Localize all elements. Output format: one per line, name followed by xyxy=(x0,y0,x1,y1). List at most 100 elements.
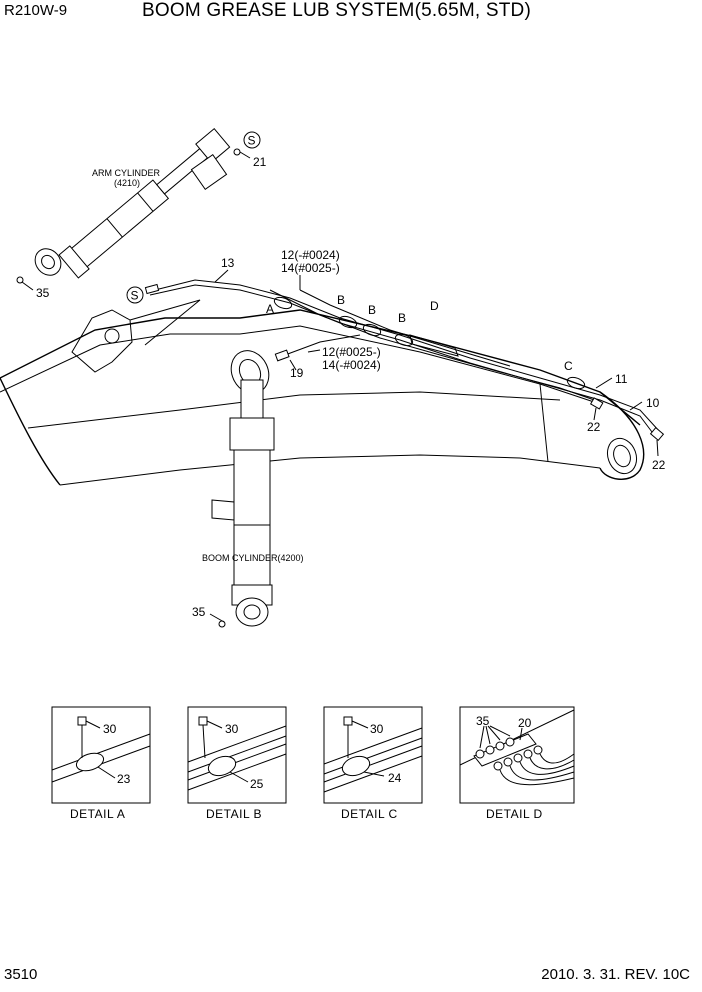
callout-19: 19 xyxy=(290,366,304,380)
grease-hose-19 xyxy=(284,334,361,356)
callout-12-14-line1: 12(-#0024) xyxy=(281,248,340,262)
detail-d-callout-20: 20 xyxy=(518,716,532,730)
detail-d-title: DETAIL D xyxy=(486,807,543,821)
detail-a-callout-23: 23 xyxy=(117,772,131,786)
detail-b: 30 25 DETAIL B xyxy=(187,706,287,821)
grease-hose-12-14-b xyxy=(299,289,511,367)
detail-b-callout-30: 30 xyxy=(225,722,239,736)
detail-b-marker-1: B xyxy=(337,293,345,307)
detail-c: 30 24 DETAIL C xyxy=(323,706,423,821)
arm-cylinder-label: ARM CYLINDER xyxy=(92,168,161,178)
boom-arm-bracket xyxy=(71,309,133,373)
fitting-22-b xyxy=(649,427,665,441)
callout-12-14-line2: 14(#0025-) xyxy=(281,261,340,275)
fitting-13 xyxy=(144,283,160,295)
s-mark-arm-label: S xyxy=(248,134,256,148)
detail-a-title: DETAIL A xyxy=(70,807,125,821)
boom-foot xyxy=(599,391,645,480)
detail-b-bolt-head xyxy=(198,716,208,726)
detail-d-nipple-4 xyxy=(505,737,515,747)
boom-foot-pin-boss xyxy=(606,437,638,475)
detail-d-hose-2 xyxy=(509,765,575,781)
detail-a-marker: A xyxy=(266,302,274,316)
fitting-19 xyxy=(274,349,290,362)
callout-21: 21 xyxy=(253,155,267,169)
detail-d-hose-1 xyxy=(499,769,575,786)
detail-c-frame xyxy=(323,706,423,804)
detail-d-marker: D xyxy=(430,299,439,313)
detail-a-frame xyxy=(51,706,151,804)
detail-d-fitting-2 xyxy=(503,757,513,767)
grease-hoses xyxy=(144,279,665,441)
boom-cylinder-bracket xyxy=(211,499,235,521)
clamp-b2 xyxy=(362,323,382,337)
callout-35-boom: 35 xyxy=(192,605,206,619)
s-mark-boom-label: S xyxy=(131,289,139,303)
detail-d-hose-3 xyxy=(519,761,575,775)
detail-b-clamp xyxy=(207,755,237,777)
page-number: 3510 xyxy=(4,966,38,983)
callout-22-a: 22 xyxy=(587,420,601,434)
detail-c-marker: C xyxy=(564,359,573,373)
callout-13: 13 xyxy=(221,256,235,270)
s-mark-boom xyxy=(126,286,144,304)
block-d xyxy=(409,334,459,357)
arm-cylinder-block xyxy=(190,154,228,190)
detail-d-fitting-1 xyxy=(493,761,503,771)
boom-top-inner-edge xyxy=(0,325,601,405)
leader-lines xyxy=(21,151,659,623)
callout-12-14b-line1: 12(#0025-) xyxy=(322,345,381,359)
callout-35-arm: 35 xyxy=(36,286,50,300)
boom-side-line xyxy=(539,383,549,463)
boom-cylinder-rod xyxy=(240,379,264,421)
detail-a: 30 23 DETAIL A xyxy=(51,706,151,821)
model-code: R210W-9 xyxy=(4,2,68,19)
callout-12-14b-line2: 14(-#0024) xyxy=(322,358,381,372)
detail-a-clamp xyxy=(75,752,105,772)
arm-cylinder-band xyxy=(106,218,123,238)
arm-cylinder-head xyxy=(58,245,90,279)
detail-a-callout-30: 30 xyxy=(103,722,117,736)
detail-d-callout-35: 35 xyxy=(476,714,490,728)
detail-c-title: DETAIL C xyxy=(341,807,398,821)
detail-d-nipple-3 xyxy=(495,741,505,751)
boom-cylinder-bottom-eye-hole xyxy=(243,604,261,620)
detail-d-fitting-5 xyxy=(533,745,543,755)
detail-d-fitting-4 xyxy=(523,749,533,759)
detail-a-bolt-head xyxy=(77,716,87,726)
boom-cylinder-label: BOOM CYLINDER(4200) xyxy=(202,553,304,563)
detail-d-nipple-1 xyxy=(475,749,485,759)
page-title: BOOM GREASE LUB SYSTEM(5.65M, STD) xyxy=(142,0,531,21)
revision-date: 2010. 3. 31. REV. 10C xyxy=(541,966,690,983)
boom-cylinder-bottom-eye xyxy=(235,597,269,627)
arm-cylinder-code: (4210) xyxy=(114,178,140,188)
detail-b-marker-2: B xyxy=(368,303,376,317)
boom-arm-bracket-hole xyxy=(104,328,120,344)
boom-mid-line xyxy=(27,391,561,429)
callout-22-b: 22 xyxy=(652,458,666,472)
detail-d-nipple-2 xyxy=(485,745,495,755)
detail-c-clamp xyxy=(341,755,371,777)
detail-d-hose-4 xyxy=(529,757,575,770)
boom-foot-pin-hole xyxy=(613,444,631,468)
s-mark-arm xyxy=(243,131,261,149)
boom-top-edge xyxy=(0,309,641,426)
detail-b-title: DETAIL B xyxy=(206,807,262,821)
detail-c-callout-30: 30 xyxy=(370,722,384,736)
arm-cylinder-eye-hole xyxy=(41,254,55,270)
callout-11: 11 xyxy=(615,372,628,386)
boom-nose xyxy=(0,377,61,486)
grease-hose-13-b xyxy=(149,284,656,437)
clamp-b1 xyxy=(338,315,358,329)
plug-35-boom xyxy=(218,620,226,628)
arm-cylinder-eye xyxy=(34,248,62,276)
detail-d-frame xyxy=(459,706,575,804)
detail-d-fitting-3 xyxy=(513,753,523,763)
detail-b-callout-25: 25 xyxy=(250,777,264,791)
boom-cylinder-head xyxy=(229,417,275,451)
arm-cylinder xyxy=(58,127,231,279)
clamp-a xyxy=(273,296,293,310)
arm-cylinder-rod-end xyxy=(195,127,231,164)
boom xyxy=(0,299,645,486)
